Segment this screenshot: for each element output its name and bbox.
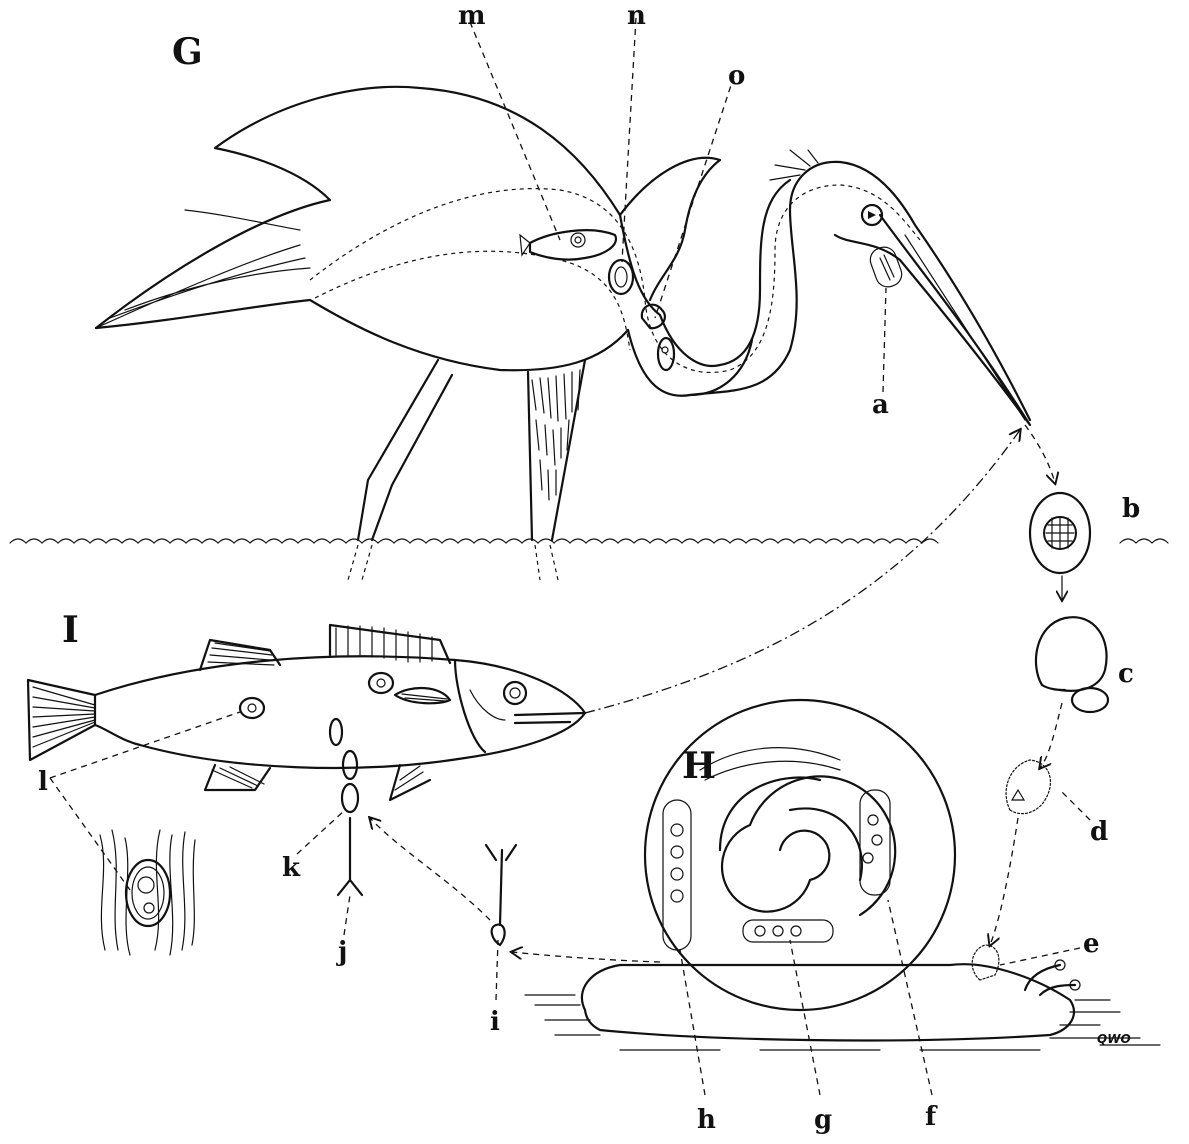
- label-o: o: [728, 61, 745, 91]
- fish: [28, 625, 585, 800]
- label-l: l: [38, 767, 48, 797]
- label-j: j: [336, 937, 347, 967]
- cercaria-i: [486, 845, 516, 945]
- heron: [96, 87, 1030, 580]
- sporocyst-e: [972, 945, 999, 980]
- artist-signature: QWO: [1097, 1032, 1131, 1046]
- label-f: f: [925, 1102, 938, 1132]
- egg-c: [1036, 617, 1108, 712]
- label-i: i: [490, 1007, 500, 1037]
- label-k: k: [282, 853, 301, 883]
- label-panel-i: I: [62, 609, 79, 651]
- water-surface: [10, 539, 938, 543]
- label-e: e: [1083, 929, 1100, 959]
- label-d: d: [1090, 817, 1108, 847]
- label-panel-g: G: [172, 31, 203, 73]
- label-panel-h: H: [682, 745, 716, 787]
- snail: [525, 700, 1160, 1050]
- muscle-cyst: [100, 830, 195, 955]
- label-g: g: [814, 1105, 832, 1135]
- label-a: a: [872, 390, 889, 420]
- label-m: m: [458, 1, 486, 31]
- label-n: n: [627, 1, 646, 31]
- label-b: b: [1122, 494, 1140, 524]
- label-c: c: [1118, 659, 1134, 689]
- cercaria-j: [338, 818, 362, 895]
- miracidium-d: [1006, 760, 1050, 814]
- metacercaria-k: [342, 784, 358, 812]
- label-h: h: [697, 1105, 716, 1135]
- leg-feathers: [532, 370, 580, 500]
- egg-b: [1030, 493, 1090, 573]
